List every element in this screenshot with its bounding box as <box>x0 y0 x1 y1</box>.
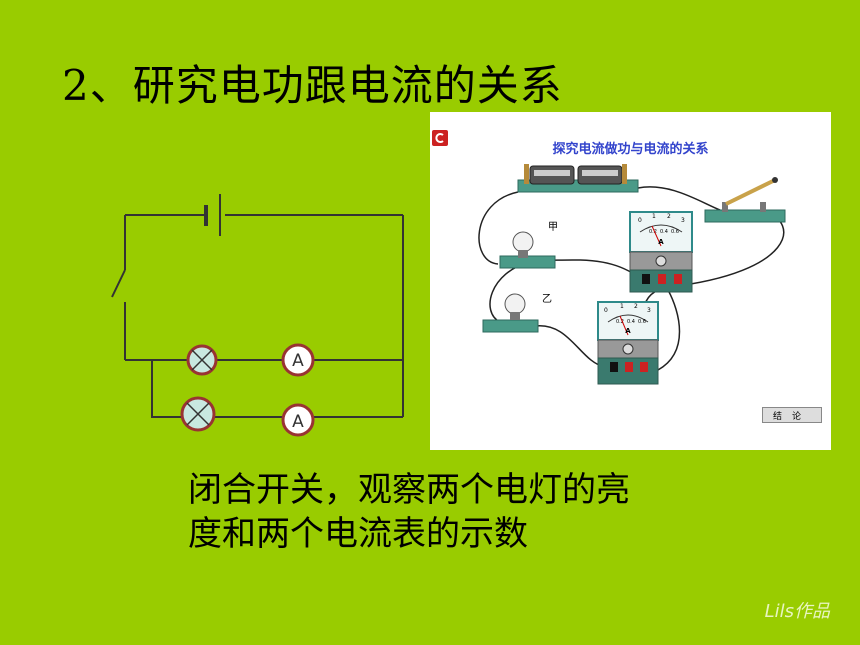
circuit-diagram: A A <box>111 194 404 437</box>
meter1-tick-3: 3 <box>681 217 685 224</box>
meter2-small-1: 0.4 <box>627 319 635 325</box>
apparatus-illustration: 甲 乙 0 1 2 3 0.2 0.4 0.6 A <box>478 164 786 385</box>
lamp-board-2 <box>482 319 539 333</box>
meter2-tick-3: 3 <box>647 307 651 314</box>
instruction-line-1: 闭合开关，观察两个电灯的亮 <box>188 470 630 510</box>
meter1-unit: A <box>658 238 664 246</box>
lamp-label-2: 乙 <box>542 293 552 305</box>
ammeter-symbol-2: A <box>281 403 315 437</box>
meter1-tick-1: 1 <box>652 213 656 220</box>
conclusion-button[interactable]: 结论 <box>762 407 822 423</box>
meter1-tick-0: 0 <box>638 217 642 224</box>
ammeter-label-2: A <box>292 412 304 432</box>
meter1-small-1: 0.4 <box>660 229 668 235</box>
experiment-panel: 探究电流做功与电流的关系 甲 乙 <box>430 112 831 450</box>
meter1-small-0: 0.2 <box>649 229 657 235</box>
meter2-tick-1: 1 <box>620 303 624 310</box>
logo-icon <box>432 130 448 146</box>
meter1-small-2: 0.6 <box>671 229 679 235</box>
meter2-small-2: 0.6 <box>638 319 646 325</box>
meter1-tick-2: 2 <box>667 213 671 220</box>
slide-title: 2、研究电功跟电流的关系 <box>62 61 563 110</box>
panel-title: 探究电流做功与电流的关系 <box>552 142 709 157</box>
meter2-unit: A <box>625 327 631 335</box>
instruction-line-2: 度和两个电流表的示数 <box>188 514 528 554</box>
bulb-icon-1 <box>512 231 534 253</box>
lamp-symbol-1 <box>186 344 218 376</box>
lamp-label-1: 甲 <box>548 222 558 233</box>
switch-board <box>704 209 786 223</box>
ammeter-symbol-1: A <box>281 343 315 377</box>
ammeter-label-1: A <box>292 351 304 371</box>
instruction-text: 闭合开关，观察两个电灯的亮 度和两个电流表的示数 <box>188 468 630 556</box>
ammeter-device-2: 0 1 2 3 0.2 0.4 0.6 A <box>597 301 659 385</box>
meter2-tick-2: 2 <box>634 303 638 310</box>
meter2-tick-0: 0 <box>604 307 608 314</box>
bulb-icon-2 <box>504 293 526 315</box>
ammeter-device-1: 0 1 2 3 0.2 0.4 0.6 A <box>629 211 693 293</box>
meter2-small-0: 0.2 <box>616 319 624 325</box>
watermark: Lils作品 <box>764 601 830 622</box>
lamp-symbol-2 <box>180 396 216 432</box>
switch-lever <box>725 178 776 206</box>
